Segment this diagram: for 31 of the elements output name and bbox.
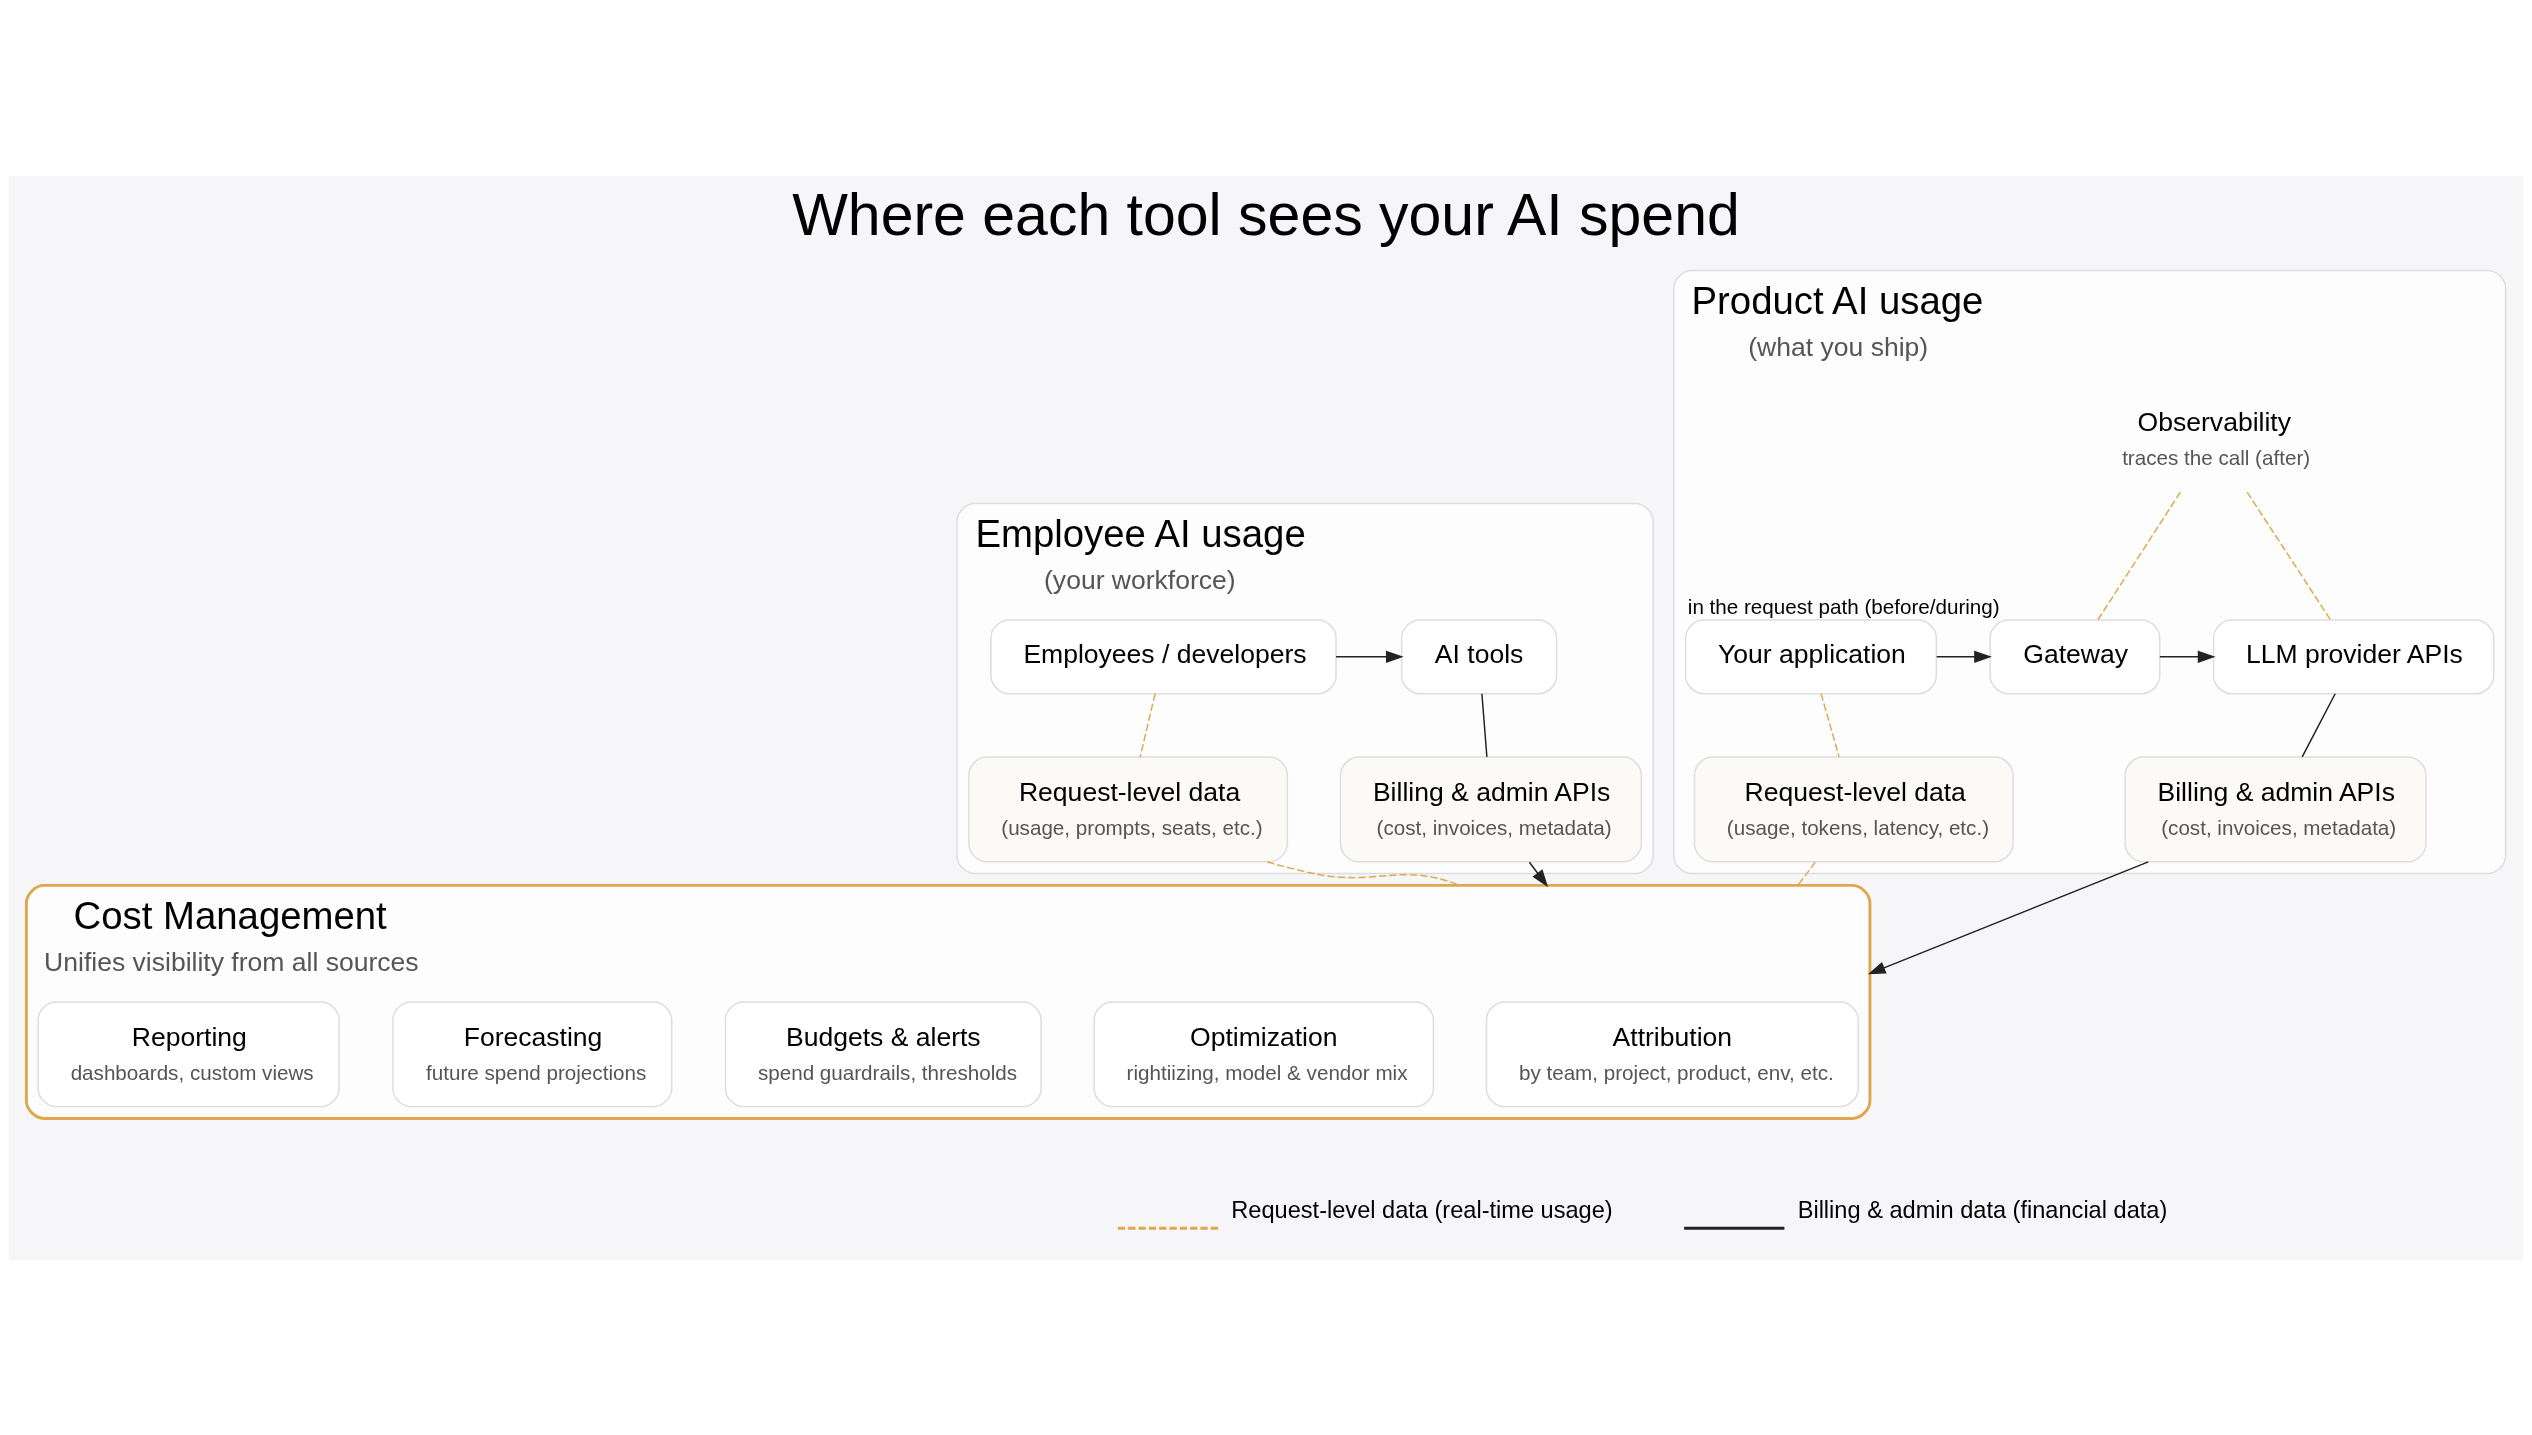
node-box: Budgets & alerts spend guardrails, thresholds (724, 1000, 1042, 1107)
node-label: in the request path (before/during) (1687, 594, 2000, 618)
node-box: Reporting dashboards, custom views (37, 1000, 340, 1107)
node-box: Request-level data (usage, prompts, seats, etc.) (968, 755, 1289, 863)
arrow (1528, 860, 1549, 887)
legend-label: Request-level data (real-time usage) (1231, 1196, 1613, 1223)
node-box: Gateway (1989, 618, 2161, 694)
node-box: Request-level data (usage, tokens, latency, etc.) (1693, 755, 2014, 863)
connector (2246, 490, 2332, 620)
connector (1481, 692, 1488, 758)
node-box: Optimization rightiizing, model & vendor mix (1093, 1000, 1435, 1107)
arrow (1867, 860, 2150, 974)
connector (2097, 490, 2182, 620)
connector (1139, 692, 1156, 758)
node-box: Attribution by team, project, product, env, etc. (1485, 1000, 1859, 1107)
node-box: Your application (1684, 618, 1938, 694)
arrow (1335, 650, 1404, 663)
node-box: Billing & admin APIs (cost, invoices, metadata) (2124, 755, 2427, 863)
node-box: Billing & admin APIs (cost, invoices, metadata) (1339, 755, 1643, 863)
arrow (1936, 650, 1992, 663)
node-text: Observability traces the call (after) (2122, 406, 2311, 469)
node-box: AI tools (1400, 618, 1558, 694)
node-box: Forecasting future spend projections (392, 1000, 673, 1107)
legend-label: Billing & admin data (financial data) (1797, 1196, 2168, 1223)
arrow (2159, 650, 2216, 663)
diagram-title: Where each tool sees your AI spend (792, 181, 1740, 248)
connector (1820, 692, 1840, 758)
node-box: Employees / developers (990, 618, 1337, 694)
connector (1797, 860, 1816, 886)
connector (2301, 692, 2336, 758)
node-box: LLM provider APIs (2212, 618, 2495, 694)
